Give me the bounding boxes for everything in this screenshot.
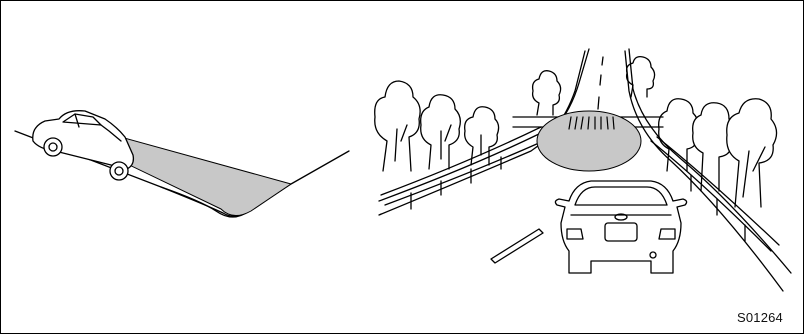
trees-left xyxy=(375,71,561,171)
car-on-slope xyxy=(33,111,134,180)
slope-scene xyxy=(15,111,349,217)
front-wheel xyxy=(44,138,62,156)
car-rear-view xyxy=(555,181,686,273)
rear-wheel xyxy=(110,162,128,180)
figure-code: S01264 xyxy=(737,310,783,325)
road-scene xyxy=(375,49,791,291)
